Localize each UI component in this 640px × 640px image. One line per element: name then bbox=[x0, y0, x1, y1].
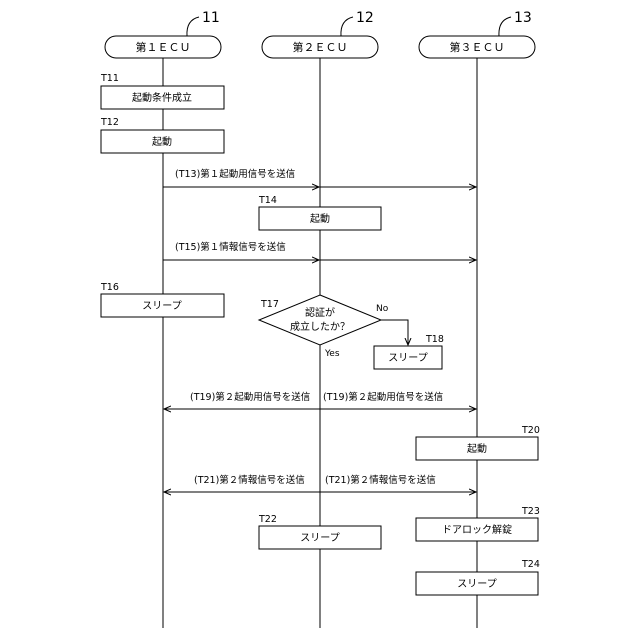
ecu2-ref-number: 12 bbox=[356, 10, 374, 26]
step-t22-id: T22 bbox=[258, 514, 277, 525]
ecu1-label: 第１ＥＣＵ bbox=[136, 40, 191, 54]
step-t20-text: 起動 bbox=[467, 442, 487, 455]
step-t17-yes-label: Yes bbox=[324, 349, 340, 359]
step-t21-message-right: (T21)第２情報信号を送信 bbox=[325, 474, 436, 486]
step-t12-id: T12 bbox=[100, 117, 119, 128]
step-t17-line1: 認証が bbox=[305, 306, 335, 319]
step-t17-line2: 成立したか？ bbox=[290, 320, 350, 333]
step-t23-text: ドアロック解錠 bbox=[442, 523, 512, 536]
step-t23-id: T23 bbox=[521, 506, 540, 517]
t17-no-branch-arrow bbox=[381, 320, 408, 345]
step-t15-message: (T15)第１情報信号を送信 bbox=[175, 241, 286, 253]
step-t21-message-left: (T21)第２情報信号を送信 bbox=[194, 474, 305, 486]
step-t24-id: T24 bbox=[521, 559, 540, 570]
step-t18-text: スリープ bbox=[388, 352, 427, 364]
ecu1-header: 第１ＥＣＵ bbox=[105, 36, 221, 58]
ecu3-ref-number: 13 bbox=[514, 10, 532, 26]
ecu2-header: 第２ＥＣＵ bbox=[262, 36, 378, 58]
ecu2-label: 第２ＥＣＵ bbox=[293, 40, 348, 54]
step-t16-id: T16 bbox=[100, 282, 119, 293]
step-t14-id: T14 bbox=[258, 195, 277, 206]
step-t17-id: T17 bbox=[260, 299, 279, 310]
step-t19-message-left: (T19)第２起動用信号を送信 bbox=[190, 391, 310, 403]
step-t11-text: 起動条件成立 bbox=[132, 91, 192, 104]
step-t11-id: T11 bbox=[100, 73, 119, 84]
ecu3-header: 第３ＥＣＵ bbox=[419, 36, 535, 58]
step-t22-text: スリープ bbox=[300, 532, 339, 544]
ecu2-ref-leader bbox=[341, 17, 353, 36]
step-t20-id: T20 bbox=[521, 425, 540, 436]
step-t17-no-label: No bbox=[376, 304, 389, 314]
step-t12-text: 起動 bbox=[152, 135, 172, 148]
ecu1-ref-number: 11 bbox=[202, 10, 220, 26]
step-t14-text: 起動 bbox=[310, 212, 330, 225]
step-t24-text: スリープ bbox=[457, 578, 496, 590]
ecu3-ref-leader bbox=[499, 17, 511, 36]
step-t18-id: T18 bbox=[425, 334, 444, 345]
step-t13-message: (T13)第１起動用信号を送信 bbox=[175, 168, 295, 180]
ecu3-label: 第３ＥＣＵ bbox=[450, 40, 505, 54]
ecu1-ref-leader bbox=[187, 17, 199, 36]
step-t19-message-right: (T19)第２起動用信号を送信 bbox=[323, 391, 443, 403]
step-t16-text: スリープ bbox=[142, 300, 181, 312]
